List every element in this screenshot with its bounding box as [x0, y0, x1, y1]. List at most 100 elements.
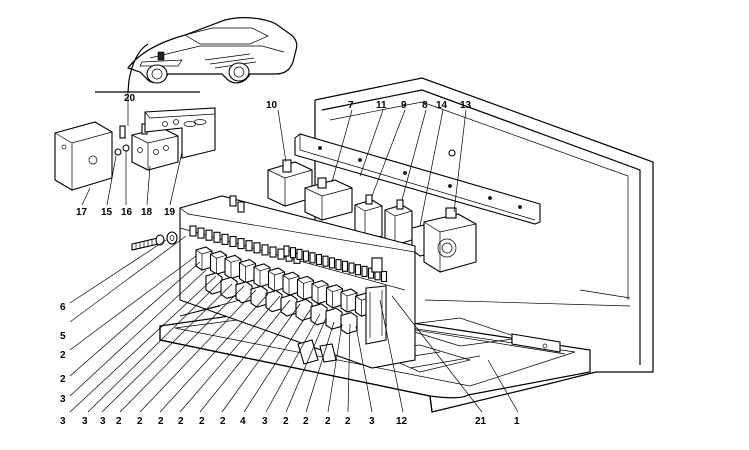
callout-2i: 2 — [283, 416, 289, 427]
callout-12: 12 — [396, 416, 408, 427]
leader-lines — [69, 100, 519, 413]
callout-2g: 2 — [199, 416, 205, 427]
relay-edge — [253, 266, 271, 287]
fuse — [354, 264, 362, 276]
relay — [253, 263, 271, 288]
callout-19: 19 — [164, 207, 176, 218]
fuse — [261, 244, 269, 256]
relay — [325, 307, 343, 330]
callout-2j: 2 — [303, 416, 309, 427]
fuse — [237, 238, 245, 250]
fuse — [277, 248, 285, 260]
fuse-box-housing — [159, 77, 654, 413]
relay — [195, 246, 213, 271]
callout-11: 11 — [376, 100, 387, 111]
fuse — [213, 231, 221, 243]
fuse — [315, 253, 323, 266]
fuse — [229, 235, 237, 248]
relay — [295, 298, 313, 322]
callout-3a: 3 — [60, 394, 66, 405]
callout-2d: 2 — [137, 416, 143, 427]
callout-9: 9 — [401, 100, 407, 111]
callout-21: 21 — [475, 416, 487, 427]
callout-20: 20 — [124, 93, 136, 104]
relay-edge — [340, 291, 358, 312]
relay — [282, 271, 300, 296]
fuse — [245, 240, 253, 252]
relay — [265, 289, 283, 313]
fuse — [309, 252, 316, 264]
relay-edge — [282, 274, 300, 296]
relay-group — [267, 159, 477, 273]
relay — [296, 275, 315, 301]
relay — [209, 250, 228, 275]
callout-2h: 2 — [220, 416, 226, 427]
relay — [238, 258, 257, 284]
fuse — [253, 242, 261, 254]
fuse — [189, 225, 197, 237]
callout-4: 4 — [240, 416, 246, 427]
car-illustration — [127, 17, 298, 93]
relay-edge — [210, 253, 227, 275]
callout-3f: 3 — [369, 416, 375, 427]
mounting-rail — [294, 133, 541, 225]
relay-bracket-assembly — [54, 107, 216, 191]
relay-edge — [268, 270, 285, 291]
callout-18: 18 — [141, 207, 153, 218]
callout-14: 14 — [436, 100, 448, 111]
callout-labels: 20 10 7 11 9 8 14 13 17 15 16 18 19 6 5 … — [60, 93, 520, 427]
relay-edge — [311, 283, 329, 304]
fuse — [380, 270, 388, 283]
callout-3e: 3 — [262, 416, 268, 427]
fuse — [335, 259, 342, 271]
fuse — [205, 229, 213, 241]
callout-2a: 2 — [60, 350, 66, 361]
fuse — [328, 257, 336, 269]
callout-5: 5 — [60, 331, 66, 342]
callout-17: 17 — [76, 207, 88, 218]
relay-edge — [239, 262, 256, 283]
relay-edge — [195, 249, 213, 270]
relay — [311, 279, 329, 305]
fuse — [283, 245, 290, 257]
fuse — [302, 250, 310, 262]
callout-1: 1 — [514, 416, 520, 427]
relay-edge — [326, 287, 343, 308]
callout-6: 6 — [60, 302, 66, 313]
callout-8: 8 — [422, 100, 428, 111]
relay — [235, 281, 253, 304]
fuse — [289, 247, 297, 259]
fuse-relay-board — [179, 195, 416, 369]
fuse — [341, 260, 349, 272]
fuse — [269, 246, 277, 258]
fuse — [221, 233, 229, 245]
callout-2k: 2 — [325, 416, 331, 427]
relay — [280, 294, 298, 317]
callout-7: 7 — [348, 100, 354, 111]
relay-edge — [224, 258, 242, 279]
relay — [267, 267, 286, 292]
callout-16: 16 — [121, 207, 133, 218]
callout-15: 15 — [101, 207, 113, 218]
relay — [340, 311, 358, 335]
callout-2l: 2 — [345, 416, 351, 427]
relay — [325, 284, 344, 309]
callout-3c: 3 — [82, 416, 88, 427]
fuse — [361, 265, 368, 277]
callout-3b: 3 — [60, 416, 66, 427]
fuse — [348, 262, 355, 274]
fuse — [367, 267, 375, 279]
relay-edge — [297, 279, 314, 300]
callout-2f: 2 — [178, 416, 184, 427]
callout-13: 13 — [460, 100, 472, 111]
callout-2e: 2 — [158, 416, 164, 427]
callout-2c: 2 — [116, 416, 122, 427]
callout-3d: 3 — [100, 416, 106, 427]
relay — [340, 288, 358, 313]
callout-2b: 2 — [60, 374, 66, 385]
callout-10: 10 — [266, 100, 278, 111]
fuse — [197, 227, 205, 239]
fuse — [296, 248, 303, 260]
